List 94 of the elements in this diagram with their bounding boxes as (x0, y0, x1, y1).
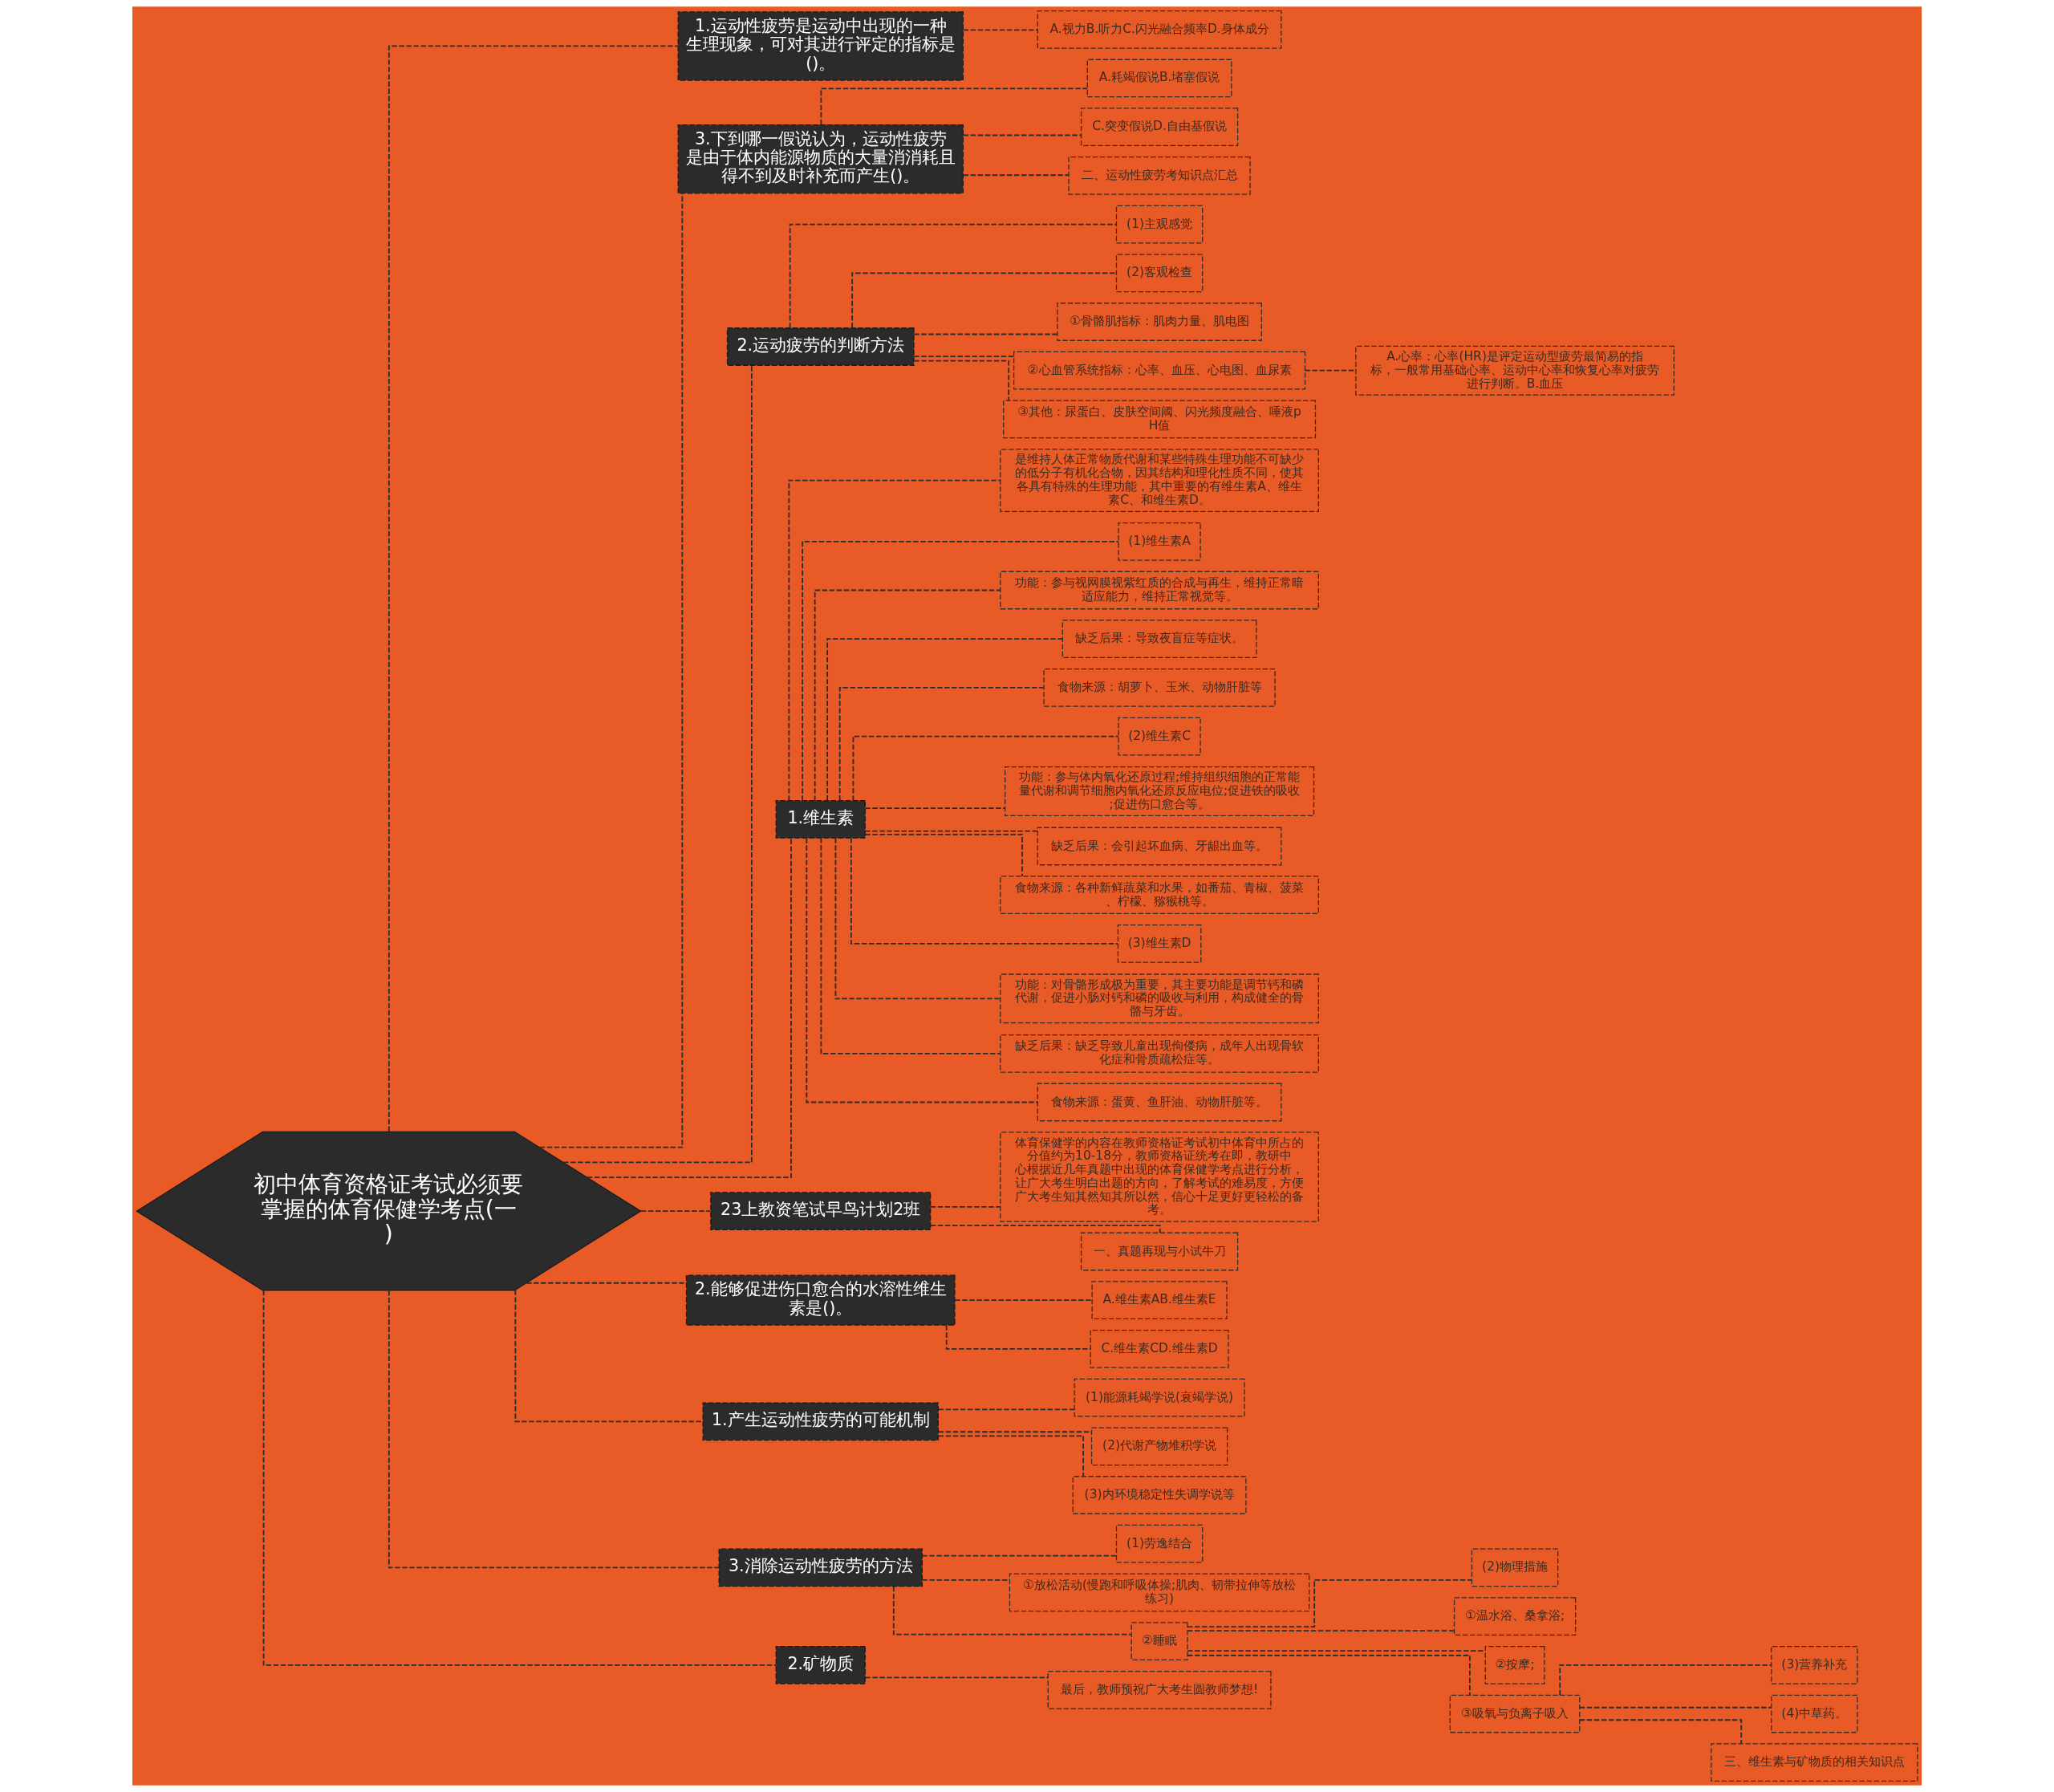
node-box: (3)内环境稳定性失调学说等 (1072, 1476, 1247, 1514)
node-box: 二、运动性疲劳考知识点汇总 (1068, 156, 1251, 195)
connector (388, 45, 680, 1132)
node-box: 2.矿物质 (775, 1645, 866, 1684)
node-box: 1.运动性疲劳是运动中出现的一种生理现象，可对其进行评定的指标是()。 (677, 11, 964, 81)
connector (586, 837, 792, 1179)
connector (789, 223, 1118, 329)
node-box: A.耗竭假说B.堵塞假说 (1086, 59, 1232, 98)
node-box: 食物来源：胡萝卜、玉米、动物肝脏等 (1043, 668, 1276, 707)
node-box: 缺乏后果：导致夜盲症等症状。 (1062, 620, 1257, 659)
node-box: 1.维生素 (775, 800, 866, 839)
connector (937, 1435, 1085, 1477)
node-box: (3)维生素D (1117, 924, 1202, 963)
connector (639, 1210, 712, 1213)
connector (1579, 1706, 1772, 1709)
connector (913, 356, 1015, 357)
connector (388, 1290, 720, 1569)
connector (850, 837, 1119, 945)
node-box: (1)能源耗竭学说(衰竭学说) (1074, 1378, 1245, 1417)
node-box: 2.能够促进伤口愈合的水溶性维生素是()。 (685, 1274, 956, 1326)
connector (864, 807, 1006, 809)
connector (921, 1554, 1117, 1557)
connector (262, 1290, 777, 1666)
node-box: 三、维生素与矿物质的相关知识点 (1711, 1743, 1918, 1782)
connector (838, 687, 1045, 802)
connector (945, 1324, 1091, 1350)
node-box: ①骨骼肌指标：肌肉力量、肌电图 (1057, 303, 1262, 341)
node-box: 3.下到哪一假说认为，运动性疲劳是由于体内能源物质的大量消消耗且得不到及时补充而产生()。 (677, 124, 964, 194)
connector (864, 830, 1039, 832)
connector (913, 333, 1058, 335)
node-box: ②按摩; (1484, 1645, 1545, 1684)
node-box: C.维生素CD.维生素D (1090, 1330, 1229, 1368)
connector (1187, 1654, 1471, 1696)
node-box: 功能：参与视网膜视紫红质的合成与再生，维持正常暗适应能力，维持正常视觉等。 (1000, 571, 1319, 610)
connector (562, 364, 753, 1164)
node-box: (1)劳逸结合 (1115, 1524, 1204, 1563)
node-box: A.心率：心率(HR)是评定运动型疲劳最简易的指标，一般常用基础心率、运动中心率和恢复心率对疲劳进行判断。B.血压 (1355, 345, 1674, 396)
connector (814, 589, 1001, 802)
connector (892, 1586, 1132, 1636)
node-box: 是维持人体正常物质代谢和某些特殊生理功能不可缺少的低分子有机化合物，因其结构和理化性质不同，使其各具有特殊的生理功能，其中重要的有维生素A、维生素C、和维生素D。 (1000, 449, 1319, 512)
node-box: (2)客观检查 (1115, 254, 1204, 293)
node-box: (2)代谢产物堆积学说 (1090, 1427, 1228, 1466)
connector (820, 837, 1001, 1054)
node-box: C.突变假说D.自由基假说 (1080, 108, 1239, 147)
connector (788, 479, 1001, 802)
connector (514, 1289, 704, 1423)
connector (864, 833, 1023, 877)
node-box: (3)营养补充 (1771, 1645, 1858, 1684)
connector (954, 1299, 1093, 1302)
connector (1559, 1664, 1772, 1697)
node-box: ②睡眠 (1131, 1622, 1188, 1660)
connector (826, 638, 1064, 802)
connector (802, 540, 1119, 802)
node-box: 最后，教师预祝广大考生圆教师梦想! (1047, 1670, 1272, 1709)
node-box: 食物来源：各种新鲜蔬菜和水果，如番茄、青椒、菠菜、柠檬、猕猴桃等。 (1000, 876, 1319, 915)
node-box: (2)物理措施 (1471, 1548, 1559, 1587)
connector (962, 174, 1070, 177)
node-box: 3.消除运动性疲劳的方法 (718, 1548, 923, 1587)
node-box: ①温水浴、桑拿浴; (1453, 1597, 1577, 1636)
connector (962, 134, 1082, 136)
node-box: 体育保健学的内容在教师资格证考试初中体育中所占的分值约为10-18分，教师资格证统考在即，教研中心根据近几年真题中出现的体育保健学考点进行分析，让广大考生明白出题的方向，了解考试的难易度，方便广大考生知其然知其所以然，信心十足更好更轻松的备考。 (1000, 1132, 1319, 1222)
node-box: (4)中草药。 (1771, 1694, 1858, 1733)
connector (1579, 1719, 1743, 1745)
connector (929, 1206, 1001, 1208)
connector (930, 1225, 1161, 1233)
node-box: ③吸氧与负离子吸入 (1449, 1694, 1581, 1733)
node-box: 缺乏后果：会引起坏血病、牙龈出血等。 (1037, 827, 1282, 866)
connector (806, 837, 1039, 1103)
connector (820, 87, 1089, 126)
node-box: 食物来源：蛋黄、鱼肝油、动物肝脏等。 (1037, 1083, 1282, 1122)
node-box: ②心血管系统指标：心率、血压、心电图、血尿素 (1013, 351, 1306, 390)
node-box: ③其他：尿蛋白、皮肤空间阈、闪光频度融合、唾液pH值 (1003, 400, 1317, 439)
connector (913, 360, 1010, 401)
node-box: 23上教资笔试早鸟计划2班 (710, 1192, 932, 1230)
node-box: 缺乏后果：缺乏导致儿童出现佝偻病，成年人出现骨软化症和骨质疏松症等。 (1000, 1034, 1319, 1073)
node-box: 2.运动疲劳的判断方法 (726, 327, 915, 366)
connector (864, 1676, 1049, 1679)
connector (538, 193, 684, 1148)
node-box: 1.产生运动性疲劳的可能机制 (702, 1402, 939, 1441)
connector (834, 837, 1001, 1000)
node-box: (1)维生素A (1118, 522, 1201, 561)
node-box: 一、真题再现与小试牛刀 (1080, 1232, 1239, 1271)
connector (937, 1408, 1075, 1411)
connector (1187, 1630, 1455, 1632)
node-box: 功能：对骨骼形成极为重要，其主要功能是调节钙和磷代谢，促进小肠对钙和磷的吸收与利用，构成健全的骨骼与牙齿。 (1000, 973, 1319, 1024)
connector (852, 735, 1119, 802)
node-box: (1)主观感觉 (1115, 205, 1204, 244)
node-box: 功能：参与体内氧化还原过程;维持组织细胞的正常能量代谢和调节细胞内氧化还原反应电位;促进铁的吸收;促进伤口愈合等。 (1005, 766, 1315, 817)
connector (1187, 1579, 1473, 1627)
node-box: A.维生素AB.维生素E (1091, 1281, 1228, 1320)
node-box: ①放松活动(慢跑和呼吸体操;肌肉、韧带拉伸等放松练习) (1009, 1573, 1310, 1612)
node-box: (2)维生素C (1118, 717, 1201, 756)
connector (962, 29, 1039, 31)
node-box: A.视力B.听力C.闪光融合频率D.身体成分 (1037, 10, 1282, 49)
